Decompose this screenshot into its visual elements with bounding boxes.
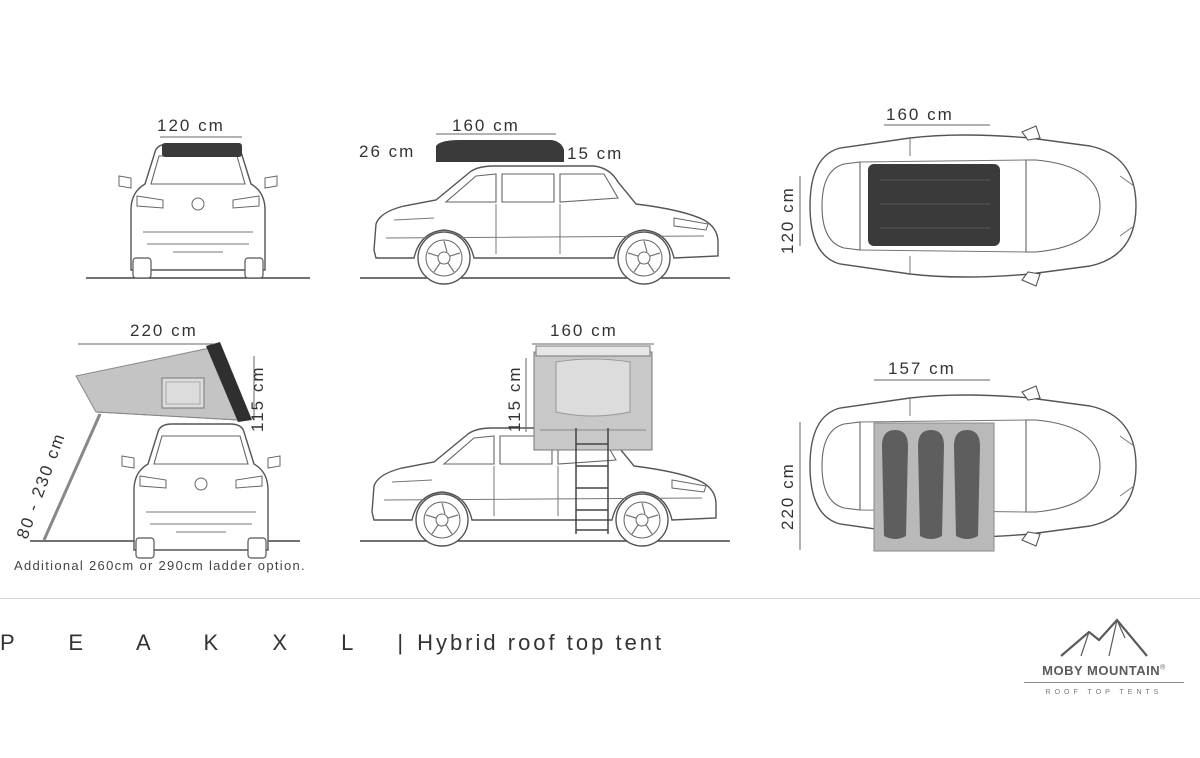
top-open-width-label: 157 cm (888, 359, 956, 378)
front-open-ladder-label: 80 - 230 cm (13, 430, 69, 542)
ladder (42, 413, 102, 541)
product-title: P E A K X L | Hybrid roof top tent (0, 630, 664, 656)
sleeping-bag-3 (954, 430, 980, 539)
side-view-closed: 160 cm 26 cm 15 cm (359, 116, 730, 284)
product-description: Hybrid roof top tent (417, 630, 665, 655)
front-view-open: 220 cm 115 cm 80 - 230 cm (13, 321, 300, 559)
logo-underline (1024, 682, 1184, 683)
front-view-closed: 120 cm (86, 116, 310, 279)
product-name: P E A K X L (0, 630, 378, 655)
brand-name: MOBY MOUNTAIN® (1042, 663, 1166, 678)
top-view-open: 157 cm 220 cm (778, 359, 1137, 552)
side-open-length-label: 160 cm (550, 321, 618, 340)
side-open-height-label: 115 cm (505, 366, 524, 433)
footer-divider (0, 598, 1200, 599)
top-view-closed: 160 cm 120 cm (778, 105, 1137, 287)
brand-tagline: ROOF TOP TENTS (1045, 689, 1163, 696)
title-separator: | (397, 630, 404, 655)
ladder-side (575, 428, 609, 534)
top-closed-length-label: 160 cm (886, 105, 954, 124)
ladder-option-note: Additional 260cm or 290cm ladder option. (14, 558, 306, 573)
closed-tent-side (436, 140, 564, 162)
front-open-length-label: 220 cm (130, 321, 198, 340)
front-closed-width-label: 120 cm (157, 116, 225, 135)
mountain-icon (1060, 618, 1148, 657)
closed-tent-front (162, 143, 242, 157)
sleeping-bag-1 (882, 430, 908, 539)
front-open-height-label: 115 cm (248, 366, 267, 433)
side-closed-rear-height-label: 15 cm (567, 144, 623, 163)
side-closed-front-height-label: 26 cm (359, 142, 415, 161)
top-open-length-label: 220 cm (778, 462, 797, 530)
top-closed-width-label: 120 cm (778, 186, 797, 254)
closed-tent-top (868, 164, 1000, 246)
side-closed-length-label: 160 cm (452, 116, 520, 135)
sleeping-bag-2 (918, 430, 944, 539)
open-tent-shell (206, 342, 252, 422)
side-view-open: 160 cm 115 cm (360, 321, 730, 546)
brand-logo: MOBY MOUNTAIN® ROOF TOP TENTS (1018, 618, 1190, 698)
